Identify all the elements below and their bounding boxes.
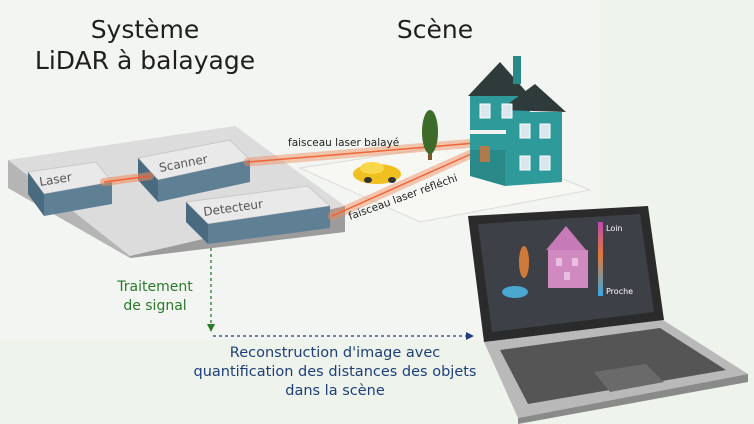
system-title-line1: Système xyxy=(90,15,200,44)
screen-near-label: Proche xyxy=(606,287,633,296)
laptop-keyboard xyxy=(500,328,726,404)
tree xyxy=(422,110,438,160)
swept-beam-label: faisceau laser balayé xyxy=(288,137,399,149)
system-title-line2: LiDAR à balayage xyxy=(34,46,256,75)
reconstruction-arrowhead xyxy=(466,332,474,340)
laser-box xyxy=(27,161,113,216)
signal-processing-line2: de signal xyxy=(123,298,187,314)
signal-processing-line1: Traitement xyxy=(117,279,193,295)
yellow-car xyxy=(353,162,401,184)
signal-processing-label: Traitement de signal xyxy=(100,278,210,316)
reconstruction-line1: Reconstruction d'image avec xyxy=(229,345,441,361)
reconstruction-label: Reconstruction d'image avec quantificati… xyxy=(190,344,480,401)
laser-label: Laser xyxy=(38,170,72,189)
screen-far-label: Loin xyxy=(606,224,623,233)
depth-color-bar xyxy=(598,222,603,296)
house xyxy=(468,56,566,186)
reconstruction-line2: quantification des distances des objets xyxy=(193,364,477,380)
laptop-touchpad xyxy=(594,364,664,392)
reconstruction-line3: dans la scène xyxy=(285,383,385,399)
scene-title: Scène xyxy=(396,15,474,44)
detector-box xyxy=(184,185,332,244)
system-title: Système LiDAR à balayage xyxy=(30,14,260,76)
laptop: Loin Proche xyxy=(468,206,748,424)
detector-down-arrowhead xyxy=(207,324,215,332)
